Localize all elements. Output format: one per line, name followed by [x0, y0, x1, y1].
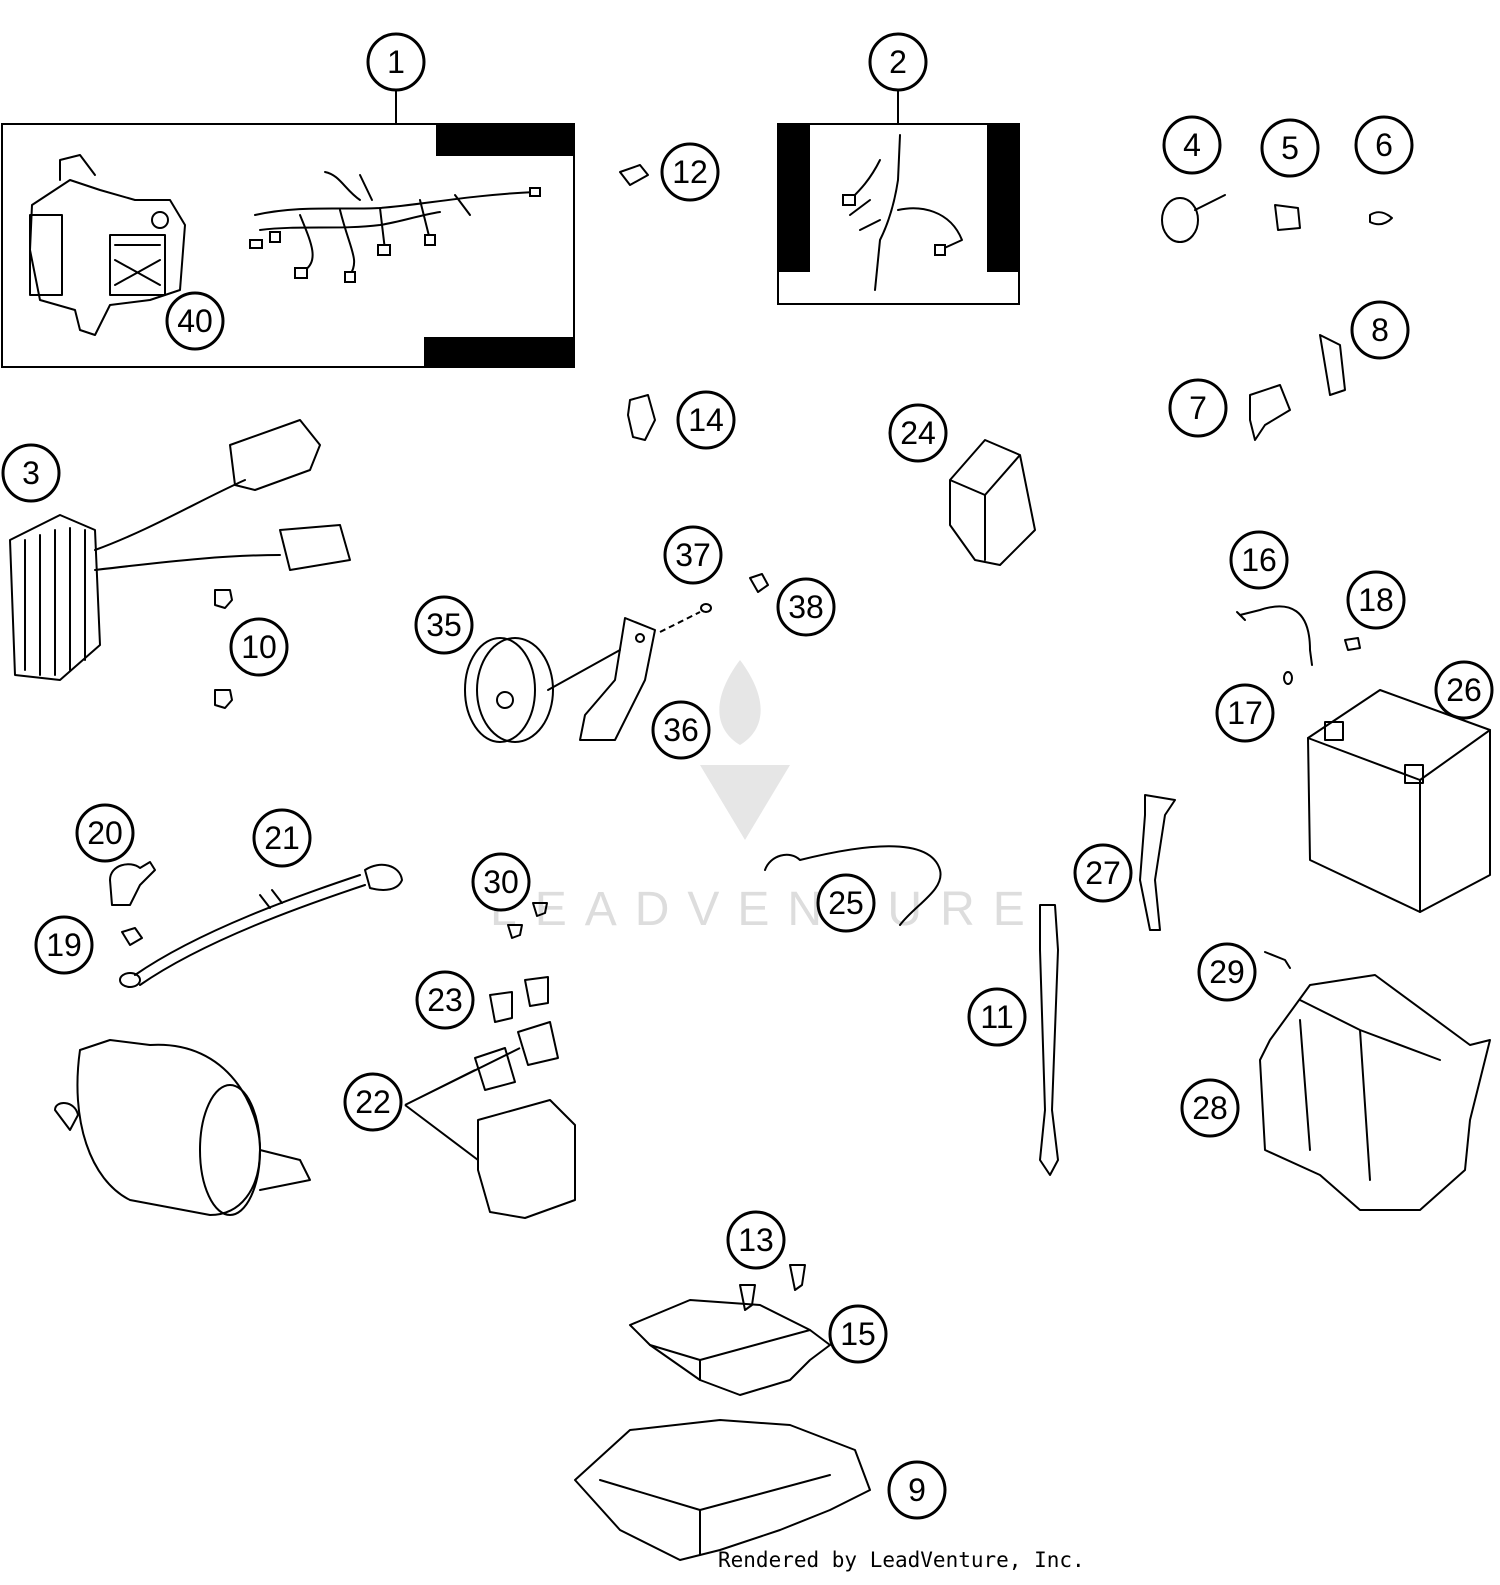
callout-label: 27 [1085, 855, 1121, 891]
callout-30[interactable]: 30 [471, 852, 531, 912]
callout-11[interactable]: 11 [967, 987, 1027, 1047]
callout-10[interactable]: 10 [229, 617, 289, 677]
callout-21[interactable]: 21 [252, 808, 312, 868]
callout-label: 29 [1209, 954, 1245, 990]
callout-label: 3 [22, 455, 40, 491]
callout-label: 13 [738, 1222, 774, 1258]
part-wiring-harness-box [1, 88, 575, 368]
callout-14[interactable]: 14 [676, 390, 736, 450]
part-horn-assembly [464, 573, 769, 743]
callout-label: 22 [355, 1084, 391, 1120]
callout-label: 1 [387, 44, 405, 80]
callout-label: 9 [908, 1472, 926, 1508]
callout-label: 14 [688, 402, 724, 438]
part-sub-harness-box [777, 88, 1020, 305]
callout-19[interactable]: 19 [34, 915, 94, 975]
callout-27[interactable]: 27 [1073, 843, 1133, 903]
part-strap-27 [1139, 794, 1176, 931]
part-ecu-15-group [629, 1264, 831, 1396]
callout-label: 11 [980, 999, 1013, 1035]
callout-label: 30 [483, 864, 519, 900]
watermark: LEADVENTURE [490, 660, 1043, 936]
part-cable-21-group [109, 861, 403, 988]
render-credit: Rendered by LeadVenture, Inc. [718, 1548, 1085, 1572]
callout-23[interactable]: 23 [415, 970, 475, 1030]
callout-label: 8 [1371, 312, 1389, 348]
callout-label: 19 [46, 927, 82, 963]
callout-label: 15 [840, 1316, 876, 1352]
part-screws-10 [214, 589, 233, 709]
part-11 [1039, 904, 1059, 1176]
callout-1[interactable]: 1 [366, 32, 426, 92]
callout-16[interactable]: 16 [1229, 530, 1289, 590]
callout-label: 18 [1358, 582, 1394, 618]
callout-label: 20 [87, 815, 123, 851]
callout-label: 16 [1241, 542, 1277, 578]
part-battery-box-28 [1259, 951, 1491, 1211]
callout-37[interactable]: 37 [663, 525, 723, 585]
callout-label: 25 [828, 885, 864, 921]
callout-label: 17 [1227, 695, 1263, 731]
part-relay-7-bracket-8 [1249, 334, 1346, 441]
callout-label: 35 [426, 607, 462, 643]
callout-9[interactable]: 9 [887, 1460, 947, 1520]
part-12 [619, 164, 649, 186]
callout-38[interactable]: 38 [776, 577, 836, 637]
callout-7[interactable]: 7 [1168, 378, 1228, 438]
callout-label: 23 [427, 982, 463, 1018]
callout-4[interactable]: 4 [1162, 115, 1222, 175]
callout-22[interactable]: 22 [343, 1072, 403, 1132]
callout-13[interactable]: 13 [726, 1210, 786, 1270]
callout-29[interactable]: 29 [1197, 942, 1257, 1002]
callout-40[interactable]: 40 [165, 291, 225, 351]
callout-label: 5 [1281, 130, 1299, 166]
callout-20[interactable]: 20 [75, 803, 135, 863]
callout-label: 26 [1446, 672, 1482, 708]
callout-label: 24 [900, 415, 936, 451]
part-cable-tie-clip-group [1161, 194, 1393, 243]
callout-label: 36 [663, 712, 699, 748]
part-ground-wire-hardware [1236, 605, 1361, 685]
callout-6[interactable]: 6 [1354, 115, 1414, 175]
callout-label: 7 [1189, 390, 1207, 426]
callout-label: 2 [889, 44, 907, 80]
part-fuse-relay-group [404, 902, 576, 1219]
part-fuse-box-24 [949, 439, 1036, 566]
part-battery-26 [1307, 689, 1491, 913]
callout-24[interactable]: 24 [888, 403, 948, 463]
callout-label: 4 [1183, 127, 1201, 163]
callout-label: 10 [241, 629, 277, 665]
callout-15[interactable]: 15 [828, 1304, 888, 1364]
callout-3[interactable]: 3 [1, 443, 61, 503]
callout-label: 37 [675, 537, 711, 573]
part-tray-9 [574, 1419, 871, 1561]
part-starter-motor [54, 1039, 311, 1216]
callout-label: 38 [788, 589, 824, 625]
watermark-text: LEADVENTURE [490, 883, 1043, 936]
callout-17[interactable]: 17 [1215, 683, 1275, 743]
callout-12[interactable]: 12 [660, 142, 720, 202]
callout-5[interactable]: 5 [1260, 118, 1320, 178]
callout-28[interactable]: 28 [1180, 1078, 1240, 1138]
watermark-flame-logo [700, 660, 790, 840]
part-14 [627, 394, 656, 441]
callout-2[interactable]: 2 [868, 32, 928, 92]
callout-18[interactable]: 18 [1346, 570, 1406, 630]
part-cable-25 [764, 845, 942, 926]
callout-label: 6 [1375, 127, 1393, 163]
callout-label: 28 [1192, 1090, 1228, 1126]
callout-35[interactable]: 35 [414, 595, 474, 655]
part-voltage-regulator [9, 419, 351, 681]
callout-8[interactable]: 8 [1350, 300, 1410, 360]
callout-25[interactable]: 25 [816, 873, 876, 933]
callout-label: 12 [672, 154, 708, 190]
callout-label: 40 [177, 303, 213, 339]
callout-label: 21 [264, 820, 300, 856]
callout-26[interactable]: 26 [1434, 660, 1494, 720]
callout-36[interactable]: 36 [651, 700, 711, 760]
